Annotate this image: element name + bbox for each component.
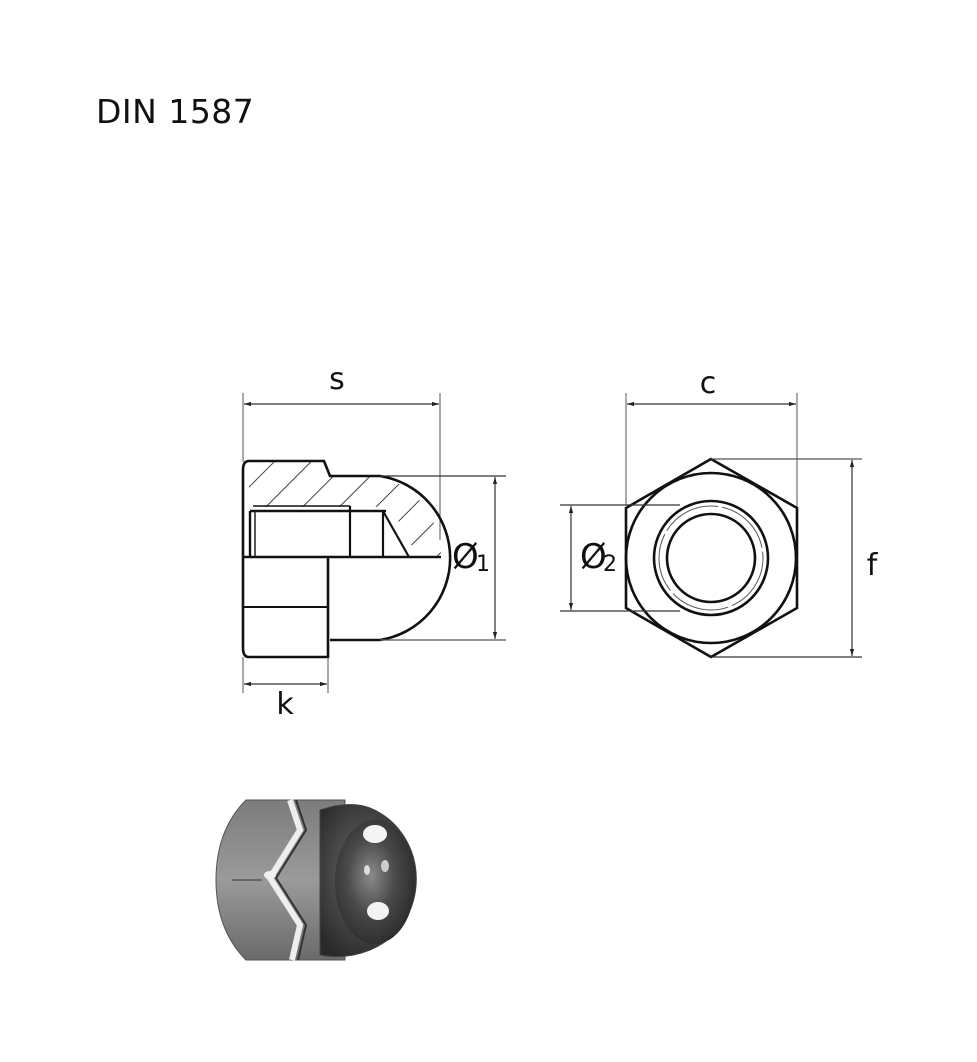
hexagon-outline: [624, 457, 799, 659]
svg-text:Ø: Ø: [580, 537, 607, 577]
dimension-label-f: f: [867, 548, 879, 583]
side-view: s Ø 1 k: [241, 362, 506, 722]
dimension-label-d1: Ø 1: [452, 537, 490, 577]
dimension-label-s: s: [329, 362, 345, 397]
svg-text:2: 2: [603, 552, 617, 577]
svg-text:1: 1: [476, 552, 490, 577]
dimension-label-k: k: [276, 687, 294, 722]
dimension-label-d2: Ø 2: [580, 537, 617, 577]
front-view: c f Ø 2: [560, 366, 879, 659]
svg-text:Ø: Ø: [452, 537, 479, 577]
cap-nut-photo: [215, 799, 417, 961]
page-title: DIN 1587: [96, 92, 255, 131]
dimension-label-c: c: [700, 366, 717, 401]
